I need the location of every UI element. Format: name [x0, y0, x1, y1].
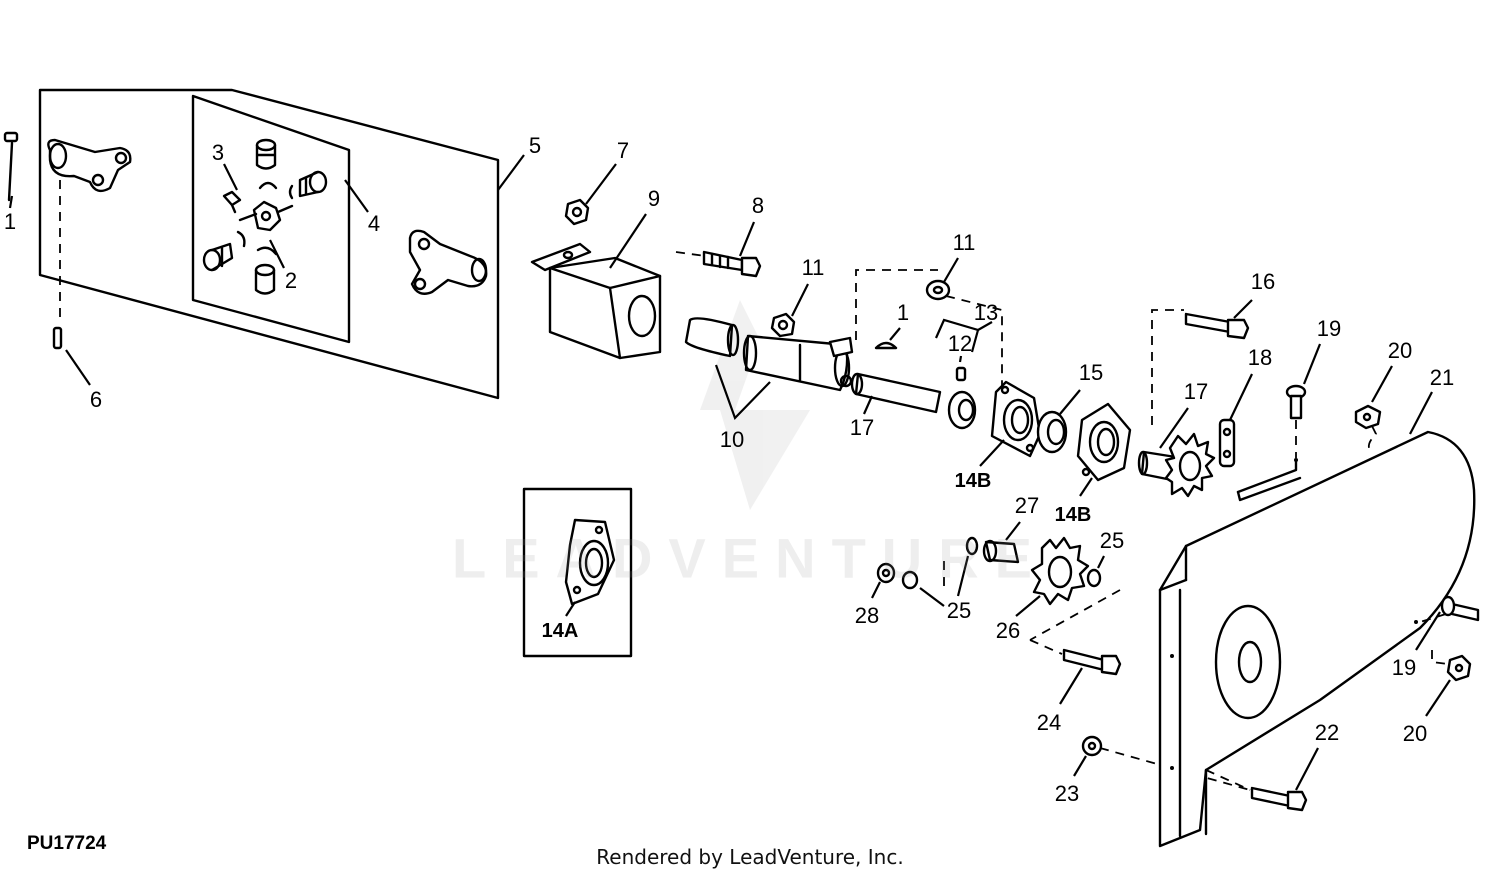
lower-parts	[871, 521, 1251, 791]
right-hardware	[1205, 343, 1480, 812]
nut-icon	[1446, 654, 1472, 682]
washer-icon	[901, 570, 919, 590]
washer-icon	[925, 279, 951, 301]
flange-bearing-14b-icon	[1076, 402, 1132, 482]
callout-15: 15	[1078, 360, 1104, 385]
washer-icon	[1086, 568, 1102, 588]
callout-14b: 14B	[1054, 504, 1092, 526]
watermark-text: LEADVENTURE	[451, 526, 1049, 590]
callout-8: 8	[751, 193, 765, 218]
callout-20: 20	[1387, 338, 1413, 363]
callout-14a: 14A	[541, 620, 579, 642]
ball-bearing-icon	[1036, 410, 1068, 454]
connector-link-icon	[1218, 418, 1236, 468]
shaft-icon	[839, 372, 942, 414]
bolt-icon	[675, 250, 762, 278]
callout-13: 13	[973, 300, 999, 325]
callout-17: 17	[1183, 379, 1209, 404]
callout-19: 19	[1316, 316, 1342, 341]
locking-collar-icon	[947, 390, 977, 430]
callout-22: 22	[1314, 720, 1340, 745]
carriage-bolt-icon	[1440, 595, 1480, 622]
stub-shaft-icon	[982, 539, 1020, 564]
bushing-icon	[684, 317, 851, 392]
callout-7: 7	[616, 138, 630, 163]
washer-icon	[965, 536, 979, 556]
callout-24: 24	[1036, 710, 1062, 735]
set-screw-icon	[3, 131, 19, 202]
cross-bearing-kit-icon	[202, 138, 328, 295]
washer-icon	[876, 562, 896, 584]
footer-credit: Rendered by LeadVenture, Inc.	[596, 845, 904, 869]
callout-1: 1	[3, 209, 17, 234]
bolt-icon	[1184, 312, 1250, 340]
nut-icon	[1354, 404, 1382, 430]
flange-14a-inset	[522, 487, 633, 658]
callout-14b: 14B	[954, 470, 992, 492]
callout-25: 25	[946, 598, 972, 623]
nut-icon	[770, 312, 796, 338]
callout-3: 3	[211, 140, 225, 165]
callout-4: 4	[367, 211, 381, 236]
callout-5: 5	[528, 133, 542, 158]
callout-26: 26	[995, 618, 1021, 643]
callout-17: 17	[849, 415, 875, 440]
callout-21: 21	[1429, 365, 1455, 390]
driveline-assembly-panel	[3, 88, 525, 400]
callout-12: 12	[947, 331, 973, 356]
figure-id: PU17724	[27, 833, 107, 854]
idler-sprocket-icon	[1030, 536, 1090, 606]
center-parts	[530, 163, 1253, 498]
callout-18: 18	[1247, 345, 1273, 370]
yoke-right-icon	[408, 229, 488, 295]
bearing-housing-icon	[530, 242, 662, 360]
callout-11: 11	[952, 230, 976, 255]
drive-sprocket-icon	[1137, 432, 1216, 498]
callout-20: 20	[1402, 721, 1428, 746]
set-screw-icon	[955, 366, 967, 382]
bolt-icon	[1062, 648, 1122, 676]
callout-27: 27	[1014, 493, 1040, 518]
callout-23: 23	[1054, 781, 1080, 806]
callout-6: 6	[89, 387, 103, 412]
spring-pin-icon	[52, 326, 63, 350]
callout-9: 9	[647, 186, 661, 211]
callout-28: 28	[854, 603, 880, 628]
bolt-icon	[1250, 786, 1308, 812]
callout-16: 16	[1250, 269, 1276, 294]
nut-icon	[564, 198, 590, 226]
yoke-left-icon	[47, 138, 132, 320]
callout-11: 11	[801, 255, 825, 280]
washer-icon	[1081, 735, 1103, 757]
key-icon	[874, 341, 898, 350]
callout-2: 2	[284, 268, 298, 293]
carriage-bolt-icon	[1285, 384, 1307, 420]
callout-1: 1	[896, 300, 910, 325]
chain-shield-icon	[1158, 430, 1476, 848]
callout-25: 25	[1099, 528, 1125, 553]
callout-10: 10	[719, 427, 745, 452]
flange-bearing-14b-icon	[990, 380, 1042, 458]
callout-19: 19	[1391, 655, 1417, 680]
